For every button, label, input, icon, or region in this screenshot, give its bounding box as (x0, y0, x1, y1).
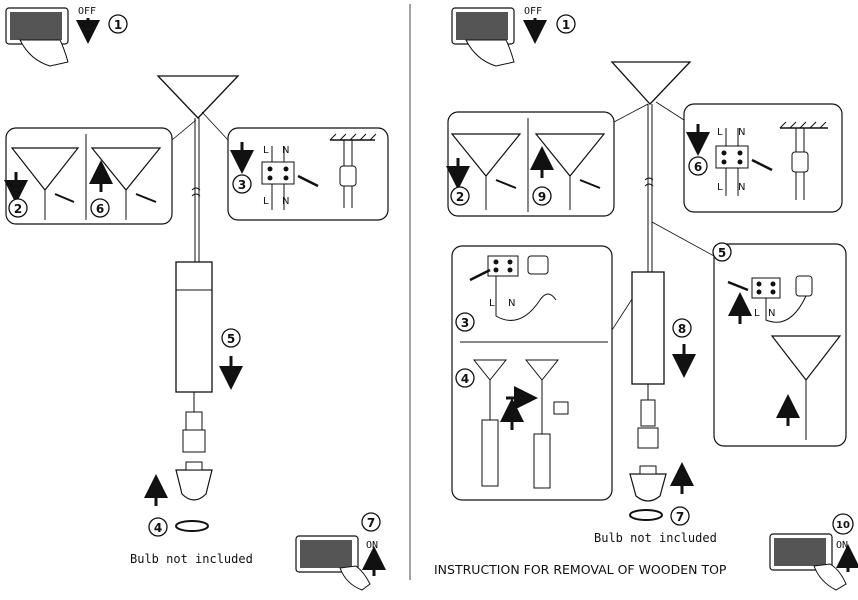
right-wire-n-a: N (508, 298, 515, 309)
removal-caption: INSTRUCTION FOR REMOVAL OF WOODEN TOP (434, 562, 727, 577)
left-on-label: ON (366, 540, 378, 551)
right-panel: OFF 1 2 9 (434, 6, 858, 591)
right-step-5: 5 (718, 246, 726, 260)
left-step-1: 1 (114, 18, 122, 32)
right-switch-on: 10 ON (769, 513, 858, 591)
right-wire-n-top: N (738, 127, 745, 138)
right-step-3: 3 (461, 316, 469, 330)
right-step-10: 10 (836, 520, 850, 531)
left-switch-off: OFF 1 (5, 6, 128, 67)
svg-text:7: 7 (676, 510, 684, 524)
left-step-2-detail: 2 (4, 147, 80, 220)
right-off-label: OFF (524, 6, 542, 17)
right-bulb (629, 462, 694, 502)
left-canopy (156, 75, 240, 119)
right-callout-removal (451, 245, 613, 501)
right-wire-l-b: L (754, 308, 760, 319)
left-bulb (144, 461, 213, 506)
right-step-6: 6 (694, 160, 702, 174)
svg-text:8: 8 (678, 322, 686, 336)
left-switch-on: 7 ON (295, 512, 386, 591)
right-switch-off: OFF 1 (451, 6, 576, 67)
left-step-4: 4 (148, 517, 209, 537)
right-step-2-detail: 2 (446, 133, 522, 210)
right-wire-n-b: N (768, 308, 775, 319)
left-step-7: 7 (367, 516, 375, 530)
left-step-6: 6 (96, 202, 104, 216)
right-callout-wiring (683, 103, 843, 213)
left-step-6-detail: 6 (89, 147, 162, 220)
left-callout-wiring (227, 127, 389, 221)
right-wire-l-bottom: L (717, 182, 723, 193)
svg-text:4: 4 (154, 521, 162, 535)
right-step-5-detail: 5 L N (712, 242, 842, 440)
right-on-label: ON (836, 540, 848, 551)
right-step-4: 4 (461, 372, 469, 386)
right-callout-canopy (447, 111, 615, 217)
right-lamp-body (631, 271, 665, 385)
left-panel: OFF 1 2 6 (4, 6, 389, 591)
right-wire-l-a: L (489, 298, 495, 309)
right-step-9: 9 (538, 190, 546, 204)
right-step-7: 7 (629, 506, 690, 526)
left-lamp-body (175, 261, 213, 393)
right-step-3-detail: L N 3 (455, 255, 557, 332)
right-bulb-note: Bulb not included (594, 531, 717, 545)
svg-text:5: 5 (227, 332, 235, 346)
left-step-3: 3 (238, 178, 246, 192)
right-step-2: 2 (456, 190, 464, 204)
left-wire-l-top: L (263, 145, 269, 156)
right-step-9-detail: 9 (530, 133, 606, 210)
left-step-3-detail: 3 L N L N (230, 133, 377, 210)
right-wire-n-bottom: N (738, 182, 745, 193)
left-wire-n-top: N (282, 145, 289, 156)
right-step-4-detail: 4 (455, 359, 569, 489)
right-step-6-detail: 6 L N L N (686, 121, 828, 200)
left-step-2: 2 (14, 202, 22, 216)
right-wire-l-top: L (717, 127, 723, 138)
left-wire-n-bottom: N (282, 196, 289, 207)
left-bulb-note: Bulb not included (130, 552, 253, 566)
left-step-5: 5 (219, 328, 243, 390)
left-off-label: OFF (78, 6, 96, 17)
right-canopy (610, 61, 692, 105)
left-callout-canopy (5, 127, 173, 225)
right-step-8: 8 (672, 318, 696, 378)
right-step-1: 1 (562, 18, 570, 32)
left-wire-l-bottom: L (263, 196, 269, 207)
